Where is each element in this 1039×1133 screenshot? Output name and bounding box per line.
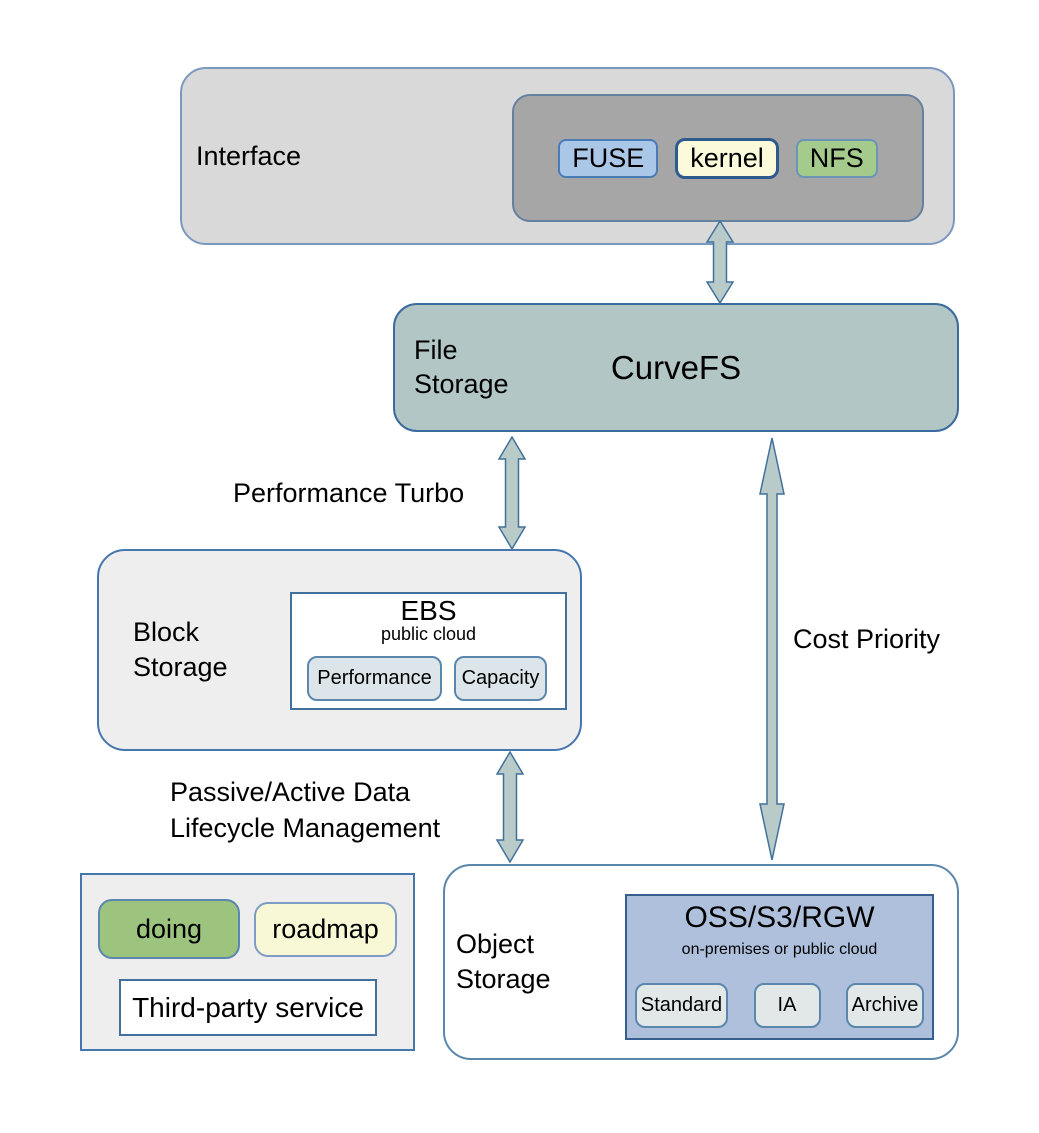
- tier-ia: IA: [753, 983, 821, 1028]
- interface-layer-box: Interface FUSE kernel NFS: [180, 67, 955, 245]
- block-storage-layer-label: Block Storage: [133, 616, 228, 682]
- tier-archive: Archive: [846, 983, 924, 1028]
- legend-box: doing roadmap Third-party service: [80, 873, 415, 1051]
- cost-priority-label: Cost Priority: [793, 624, 941, 654]
- legend-doing: doing: [98, 899, 240, 959]
- ebs-tiers-row: Performance Capacity: [307, 656, 547, 701]
- ebs-subtitle: public cloud: [380, 624, 477, 644]
- node-fuse: FUSE: [558, 138, 659, 178]
- lifecycle-management-label: Passive/Active Data Lifecycle Management: [170, 777, 441, 843]
- legend-third-party-service: Third-party service: [119, 979, 377, 1036]
- file-storage-layer-label: File Storage: [414, 334, 509, 399]
- double-arrow-block-object: [495, 751, 525, 863]
- tier-performance: Performance: [307, 656, 442, 701]
- interface-clients-group: FUSE kernel NFS: [512, 94, 924, 222]
- interface-layer-label: Interface: [196, 140, 302, 171]
- ebs-group-box: EBS public cloud Performance Capacity: [290, 592, 567, 710]
- node-kernel: kernel: [675, 137, 779, 179]
- oss-tiers-row: Standard IA Archive: [635, 983, 924, 1028]
- performance-turbo-label: Performance Turbo: [233, 478, 465, 508]
- oss-group-box: OSS/S3/RGW on-premises or public cloud S…: [625, 894, 934, 1040]
- object-storage-layer-label: Object Storage: [456, 928, 551, 994]
- double-arrow-interface-curvefs: [705, 220, 735, 304]
- double-arrow-curvefs-object: [759, 437, 785, 861]
- ebs-title: EBS: [400, 595, 457, 626]
- node-nfs: NFS: [795, 138, 878, 178]
- oss-title: OSS/S3/RGW: [684, 901, 875, 934]
- block-storage-layer-box: Block Storage EBS public cloud Performan…: [97, 549, 582, 751]
- legend-roadmap: roadmap: [254, 902, 397, 957]
- tier-standard: Standard: [635, 983, 728, 1028]
- object-storage-layer-box: Object Storage OSS/S3/RGW on-premises or…: [443, 864, 959, 1060]
- tier-capacity: Capacity: [454, 656, 547, 701]
- oss-subtitle: on-premises or public cloud: [681, 941, 878, 958]
- double-arrow-curvefs-block: [497, 436, 527, 550]
- file-storage-layer-box: File Storage CurveFS: [393, 303, 959, 432]
- node-curvefs: CurveFS: [610, 348, 742, 386]
